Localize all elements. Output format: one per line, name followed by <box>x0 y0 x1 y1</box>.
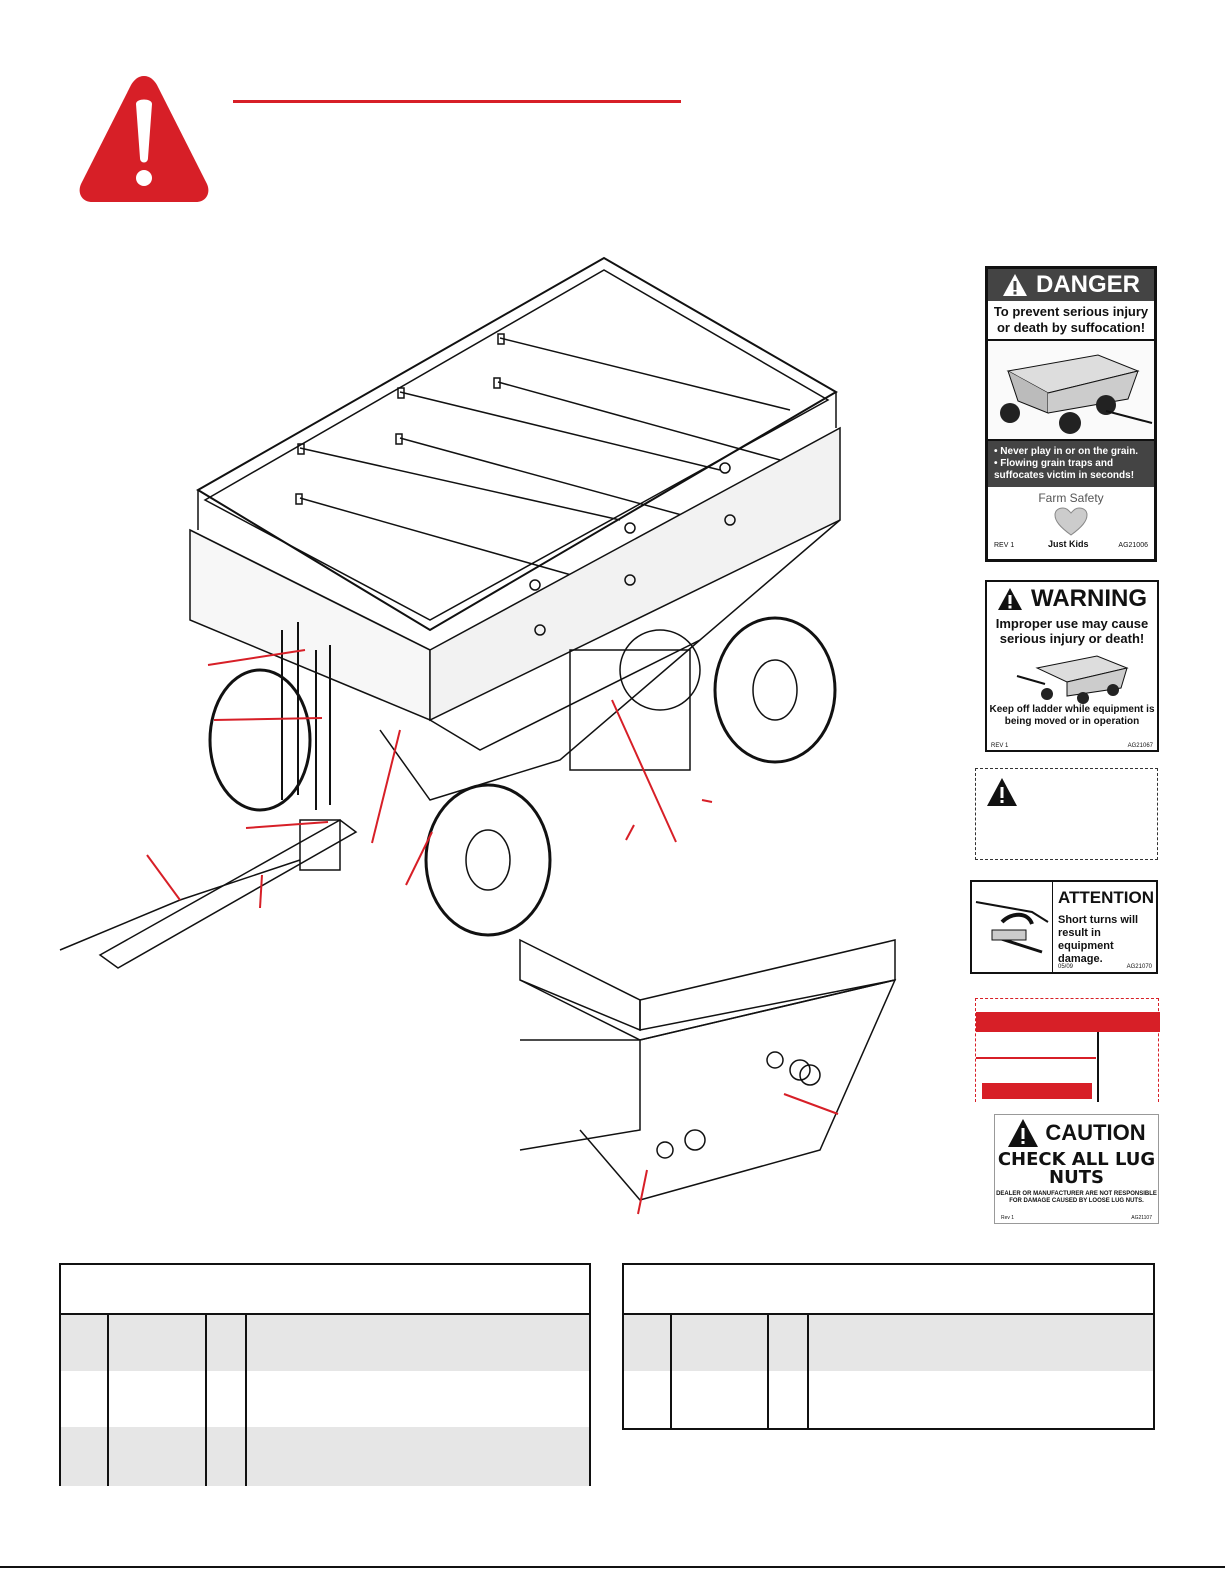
alert-triangle-icon <box>79 76 209 202</box>
warning-note: Keep off ladder while equipment is being… <box>989 704 1155 727</box>
attention-code: AG21070 <box>1126 964 1152 970</box>
warning-pictogram <box>987 646 1157 704</box>
caution-small: DEALER OR MANUFACTURER ARE NOT RESPONSIB… <box>996 1191 1157 1204</box>
attention-title: ATTENTION <box>1058 888 1155 907</box>
danger-rev: REV 1 <box>994 542 1015 549</box>
caution-header: CAUTION <box>995 1115 1158 1151</box>
caution-rev: Rev 1 <box>1001 1215 1015 1221</box>
warning-rev: REV 1 <box>991 743 1009 749</box>
red-decal-divider <box>1097 1032 1099 1102</box>
table-row <box>61 1315 589 1371</box>
caution-main: CHECK ALL LUG NUTS <box>997 1149 1156 1188</box>
header-rule <box>233 100 681 103</box>
warning-title: WARNING <box>1031 585 1147 612</box>
attention-date: 05/09 <box>1058 964 1074 970</box>
red-decal-line <box>976 1057 1096 1059</box>
warning-header: WARNING <box>987 582 1157 616</box>
danger-pictogram <box>988 341 1154 441</box>
caution-code: AG21107 <box>1131 1215 1152 1221</box>
red-decal-bar <box>976 1012 1160 1032</box>
warning-code: AG21067 <box>1127 743 1153 749</box>
warning-triangle-icon <box>998 588 1022 610</box>
table-row <box>624 1315 1153 1371</box>
footer-rule <box>0 1566 1225 1568</box>
table-row <box>61 1371 589 1427</box>
warning-subtitle: Improper use may cause serious injury or… <box>995 616 1149 646</box>
warning-decal: WARNING Improper use may cause serious i… <box>985 580 1159 752</box>
danger-subtitle: To prevent serious injury or death by su… <box>988 301 1154 341</box>
attention-pictogram <box>972 882 1053 972</box>
decal-table-right <box>622 1263 1155 1430</box>
warning-triangle-icon <box>987 778 1017 806</box>
danger-bullets: • Never play in or on the grain. • Flowi… <box>988 441 1154 487</box>
table-header <box>624 1265 1153 1315</box>
decal-table-left <box>59 1263 591 1486</box>
table-row <box>61 1427 589 1486</box>
warning-triangle-icon <box>1002 274 1027 296</box>
caution-decal: CAUTION CHECK ALL LUG NUTS DEALER OR MAN… <box>994 1114 1159 1224</box>
farm-safety-logo: Farm Safety <box>1038 491 1104 505</box>
attention-text: Short turns will result in equipment dam… <box>1058 914 1139 965</box>
warning-triangle-icon <box>1008 1119 1039 1147</box>
danger-title: DANGER <box>1035 271 1140 298</box>
just-kids-logo: Just Kids <box>1048 539 1089 549</box>
table-header <box>61 1265 589 1315</box>
red-decal <box>975 998 1160 1102</box>
dashed-decal <box>975 768 1158 860</box>
attention-decal: ATTENTION Short turns will result in equ… <box>970 880 1158 974</box>
danger-bullet: • Flowing grain traps and suffocates vic… <box>994 458 1135 481</box>
grain-cart-illustration <box>59 256 897 1215</box>
caution-title: CAUTION <box>1045 1120 1146 1145</box>
heart-icon <box>1054 507 1088 536</box>
table-row <box>624 1371 1153 1430</box>
danger-footer: Farm Safety REV 1 Just Kids AG21006 <box>988 487 1154 553</box>
danger-decal: DANGER To prevent serious injury or deat… <box>985 266 1157 562</box>
danger-bullet: • Never play in or on the grain. <box>994 446 1139 457</box>
danger-header: DANGER <box>988 269 1154 301</box>
danger-code: AG21006 <box>1118 542 1148 549</box>
red-decal-bar <box>982 1083 1092 1099</box>
